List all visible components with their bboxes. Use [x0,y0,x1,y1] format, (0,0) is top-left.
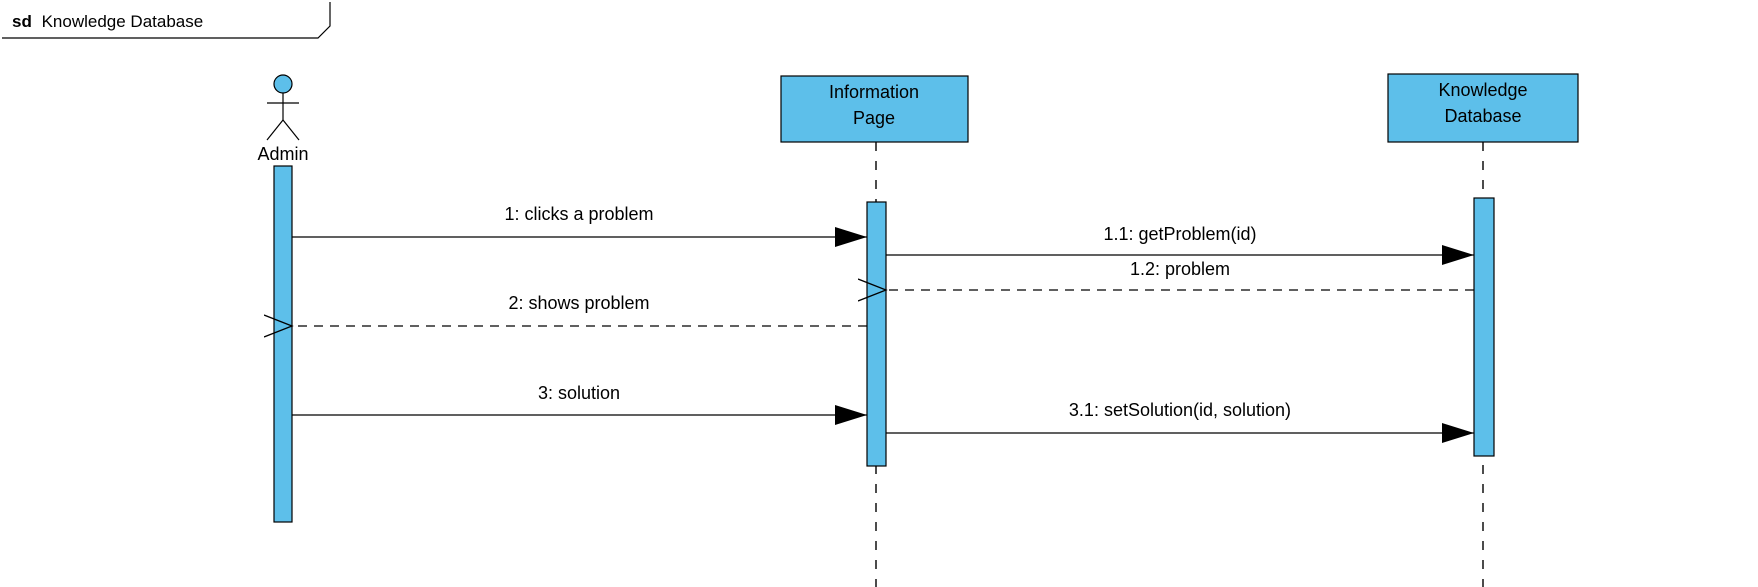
participant-label-knowledge-database-line1: Knowledge [1438,80,1527,100]
actor-head [273,74,293,94]
message-1-2: 1.2: problem [886,259,1474,290]
message-label-3-1: 3.1: setSolution(id, solution) [1069,400,1291,420]
activation-bar-knowledge-database [1473,197,1495,457]
message-1: 1: clicks a problem [292,204,867,247]
participant-label-information-page-line2: Page [853,108,895,128]
message-2: 2: shows problem [292,293,867,326]
actor-label: Admin [257,144,308,164]
frame-name: Knowledge Database [42,12,204,31]
message-label-3: 3: solution [538,383,620,403]
frame-keyword: sd [12,12,32,31]
participant-label-information-page-line1: Information [829,82,919,102]
message-label-1-2: 1.2: problem [1130,259,1230,279]
actor-right-leg [282,119,300,141]
message-3-1: 3.1: setSolution(id, solution) [886,400,1474,443]
participant-box-information-page [780,75,969,143]
participant-label-knowledge-database-line2: Database [1444,106,1521,126]
message-label-1: 1: clicks a problem [504,204,653,224]
frame-title: sd Knowledge Database [12,12,203,31]
participant-box-knowledge-database [1387,73,1579,143]
participant-knowledge-database: Knowledge Database [1387,73,1579,143]
message-label-1-1: 1.1: getProblem(id) [1103,224,1256,244]
participant-information-page: Information Page [780,75,969,143]
actor-admin: Admin [257,74,309,164]
activation-bar-information-page [866,201,887,467]
frame-tab-border [2,2,331,39]
message-3: 3: solution [292,383,867,425]
message-1-1: 1.1: getProblem(id) [886,224,1474,265]
actor-left-leg [266,119,284,141]
frame-tab: sd Knowledge Database [2,2,331,39]
activation-bar-admin [273,165,293,523]
message-label-2: 2: shows problem [508,293,649,313]
